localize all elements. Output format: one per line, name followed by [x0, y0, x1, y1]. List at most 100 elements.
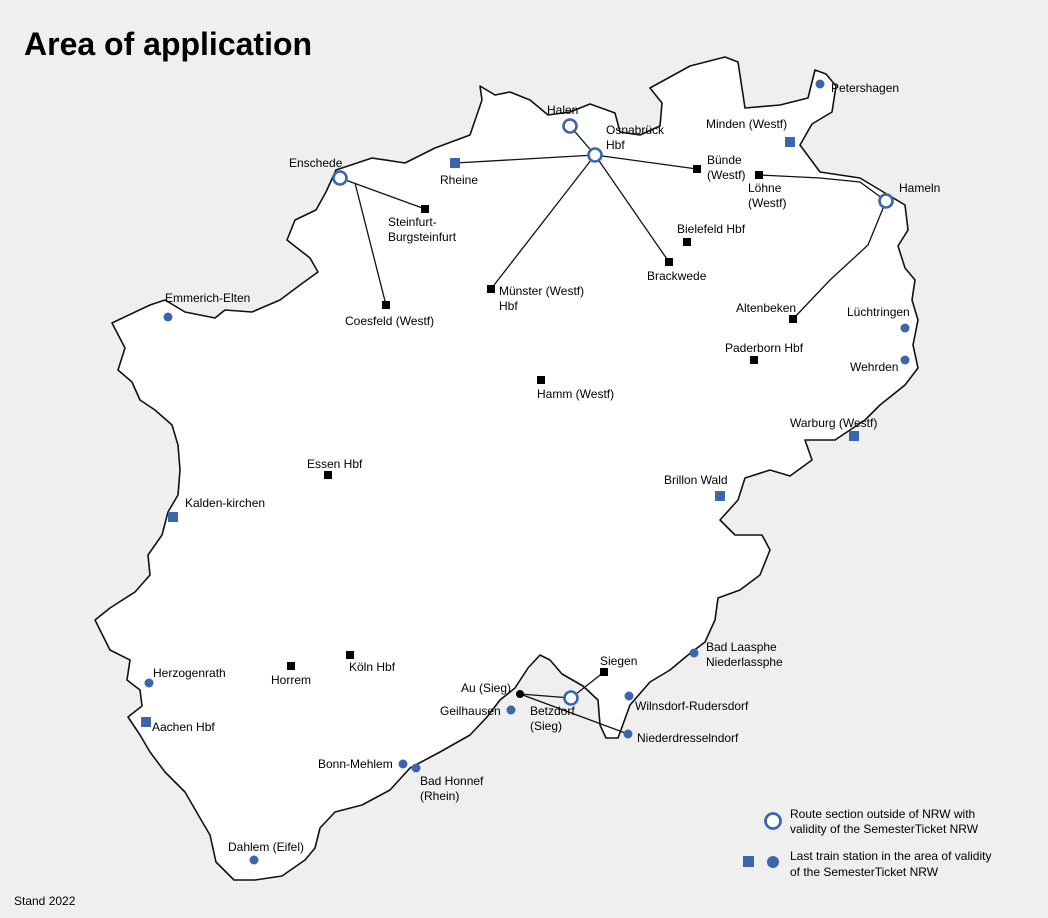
station-loehne: Löhne(Westf) — [748, 171, 786, 210]
station-label: Halen — [547, 103, 578, 117]
station-brackwede: Brackwede — [647, 258, 707, 283]
rail-au-niederdresselndorf — [519, 693, 629, 735]
station-label: Hamm (Westf) — [537, 387, 614, 401]
station-steinfurt: Steinfurt-Burgsteinfurt — [388, 205, 457, 244]
ring-marker — [332, 170, 348, 186]
station-label: Wilnsdorf-Rudersdorf — [635, 699, 749, 713]
station-label: Löhne — [748, 181, 782, 195]
station-label: Enschede — [289, 156, 343, 170]
station-label: (Rhein) — [420, 789, 459, 803]
rail-loehne-hameln — [758, 174, 887, 202]
ring-marker — [587, 147, 603, 163]
station-label: Siegen — [600, 654, 637, 668]
black-square-marker — [750, 356, 758, 364]
blue-dot-marker — [900, 355, 910, 365]
station-label: Altenbeken — [736, 301, 796, 315]
footer-date: Stand 2022 — [14, 894, 76, 908]
rail-rheine-osnabrueck — [454, 154, 596, 164]
station-rheine: Rheine — [440, 158, 478, 187]
station-label: Brackwede — [647, 269, 707, 283]
station-hamm: Hamm (Westf) — [537, 376, 614, 401]
station-luechtringen: Lüchtringen — [847, 305, 910, 333]
black-square-marker — [755, 171, 763, 179]
black-square-marker — [789, 315, 797, 323]
station-label: Hbf — [499, 299, 518, 313]
rail-au-betzdorf — [519, 693, 572, 699]
black-square-marker — [346, 651, 354, 659]
black-square-marker — [693, 165, 701, 173]
station-siegen: Siegen — [600, 654, 637, 676]
station-badhonnef: Bad Honnef(Rhein) — [411, 763, 484, 803]
station-wilnsdorf: Wilnsdorf-Rudersdorf — [624, 691, 749, 713]
station-label: Bonn-Mehlem — [318, 757, 393, 771]
black-dot-marker — [516, 690, 524, 698]
ring-marker — [562, 118, 578, 134]
station-label: Aachen Hbf — [152, 720, 215, 734]
station-coesfeld: Coesfeld (Westf) — [345, 301, 434, 328]
black-square-marker — [324, 471, 332, 479]
station-halen: Halen — [547, 103, 578, 134]
rail-osnabrueck-brackwede — [594, 154, 670, 263]
station-dahlem: Dahlem (Eifel) — [228, 840, 304, 865]
station-label: Betzdorf — [530, 704, 575, 718]
blue-dot-marker — [144, 678, 154, 688]
station-label: Bielefeld Hbf — [677, 222, 746, 236]
station-label: Paderborn Hbf — [725, 341, 804, 355]
station-enschede: Enschede — [289, 156, 348, 186]
rail-enschede-steinfurt — [339, 177, 426, 210]
station-horrem: Horrem — [271, 662, 311, 687]
station-bielefeld: Bielefeld Hbf — [677, 222, 746, 246]
blue-dot-marker — [398, 759, 408, 769]
blue-dot-marker — [815, 79, 825, 89]
station-aachen: Aachen Hbf — [141, 717, 215, 734]
page-title: Area of application — [24, 26, 313, 62]
station-altenbeken: Altenbeken — [736, 301, 797, 323]
nrw-border — [94, 56, 919, 881]
station-label: Minden (Westf) — [706, 117, 787, 131]
rail-hameln-altenbeken — [792, 200, 887, 320]
black-square-marker — [683, 238, 691, 246]
black-square-marker — [382, 301, 390, 309]
blue-dot-marker — [623, 729, 633, 739]
station-kaldenkirchen: Kalden-kirchen — [168, 496, 265, 522]
station-label: (Sieg) — [530, 719, 562, 733]
blue-dot-marker — [689, 648, 699, 658]
station-label: Kalden-kirchen — [185, 496, 265, 510]
legend-last-station-line-2: of the SemesterTicket NRW — [790, 865, 939, 879]
station-label: Herzogenrath — [153, 666, 226, 680]
blue-dot-marker — [163, 312, 173, 322]
blue-square-marker — [450, 158, 460, 168]
rail-osnabrueck-buende — [594, 154, 698, 170]
blue-dot-marker — [900, 323, 910, 333]
station-hameln: Hameln — [878, 181, 940, 209]
station-label: Hameln — [899, 181, 940, 195]
station-label: Coesfeld (Westf) — [345, 314, 434, 328]
station-au: Au (Sieg) — [461, 681, 524, 698]
station-label: Dahlem (Eifel) — [228, 840, 304, 854]
station-paderborn: Paderborn Hbf — [725, 341, 804, 364]
legend-last-station-line-1: Last train station in the area of validi… — [790, 849, 991, 863]
station-minden: Minden (Westf) — [706, 117, 795, 147]
legend-blue-dot-symbol — [767, 856, 779, 868]
station-label: Münster (Westf) — [499, 284, 584, 298]
station-muenster: Münster (Westf)Hbf — [487, 284, 584, 313]
legend-ring-line-1: Route section outside of NRW with — [790, 807, 975, 821]
rail-osnabrueck-muenster — [490, 154, 596, 290]
station-label: Essen Hbf — [307, 457, 363, 471]
station-brillon: Brillon Wald — [664, 473, 728, 501]
station-label: Horrem — [271, 673, 311, 687]
legend-blue-square-symbol — [743, 856, 754, 867]
station-label: Petershagen — [831, 81, 899, 95]
station-herzogenrath: Herzogenrath — [144, 666, 226, 688]
station-koeln: Köln Hbf — [346, 651, 396, 674]
rail-enschede-coesfeld — [354, 182, 387, 306]
blue-square-marker — [141, 717, 151, 727]
station-label: Rheine — [440, 173, 478, 187]
station-warburg: Warburg (Westf) — [790, 416, 877, 441]
station-label: Bünde — [707, 153, 742, 167]
legend: Route section outside of NRW with validi… — [743, 807, 991, 879]
rail-lines — [339, 125, 887, 735]
